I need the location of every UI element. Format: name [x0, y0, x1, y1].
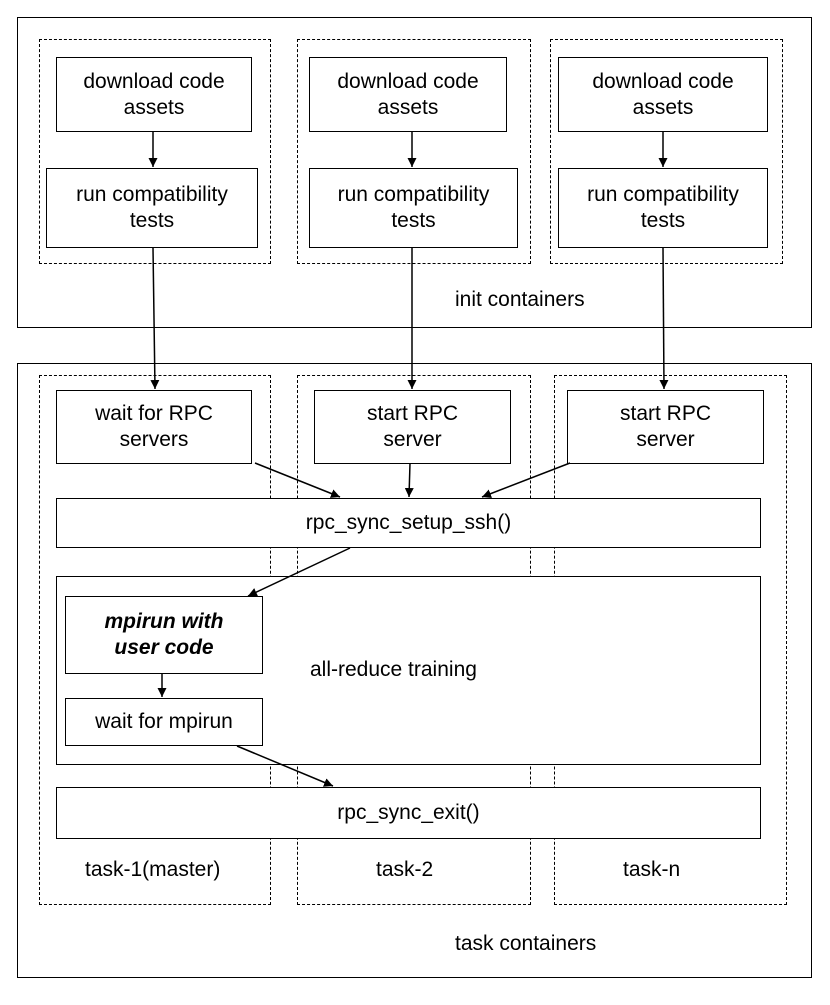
- start-rpc-server-label: start RPC server: [619, 402, 711, 451]
- download-code-assets-box: download code assets: [558, 57, 768, 132]
- mpirun-with-user-code-box: mpirun with user code: [65, 596, 263, 674]
- start-rpc-server-label: start RPC server: [366, 402, 458, 451]
- rpc-sync-setup-ssh-label: rpc_sync_setup_ssh(): [305, 511, 512, 534]
- task-containers-label: task containers: [455, 932, 597, 955]
- start-rpc-server-box: start RPC server: [314, 390, 511, 464]
- wait-for-rpc-servers-box: wait for RPC servers: [56, 390, 252, 464]
- mpirun-with-user-code-label: mpirun with user code: [104, 610, 224, 659]
- wait-for-rpc-servers-label: wait for RPC servers: [95, 402, 213, 451]
- run-compatibility-tests-box: run compatibility tests: [309, 168, 518, 248]
- run-compatibility-tests-label: run compatibility tests: [587, 183, 739, 232]
- run-compatibility-tests-label: run compatibility tests: [337, 183, 490, 232]
- start-rpc-server-box: start RPC server: [567, 390, 764, 464]
- download-code-assets-label: download code assets: [592, 69, 734, 119]
- task-1-label: task-1(master): [85, 858, 221, 881]
- download-code-assets-label: download code assets: [337, 69, 479, 119]
- all-reduce-training-label: all-reduce training: [310, 658, 477, 681]
- init-column-2: [297, 39, 531, 264]
- task-n-label: task-n: [623, 858, 681, 881]
- download-code-assets-label: download code assets: [83, 69, 225, 119]
- download-code-assets-box: download code assets: [56, 57, 252, 132]
- rpc-sync-exit-box: rpc_sync_exit(): [56, 787, 761, 839]
- task-containers-panel: [17, 363, 812, 978]
- wait-for-mpirun-label: wait for mpirun: [95, 710, 233, 733]
- init-containers-panel: [17, 17, 812, 328]
- rpc-sync-setup-ssh-box: rpc_sync_setup_ssh(): [56, 498, 761, 548]
- rpc-sync-exit-label: rpc_sync_exit(): [337, 801, 480, 824]
- run-compatibility-tests-box: run compatibility tests: [46, 168, 258, 248]
- init-containers-label: init containers: [455, 288, 585, 311]
- download-code-assets-box: download code assets: [309, 57, 507, 132]
- run-compatibility-tests-box: run compatibility tests: [558, 168, 768, 248]
- wait-for-mpirun-box: wait for mpirun: [65, 698, 263, 746]
- task-2-label: task-2: [376, 858, 434, 881]
- init-column-3: [550, 39, 783, 264]
- run-compatibility-tests-label: run compatibility tests: [76, 183, 228, 232]
